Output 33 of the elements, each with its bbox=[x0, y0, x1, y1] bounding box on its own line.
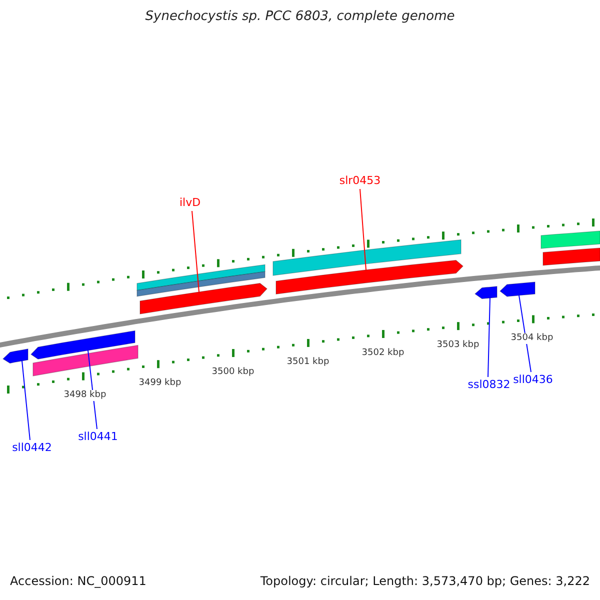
feature-bar bbox=[136, 271, 266, 297]
feature-bar bbox=[136, 264, 266, 291]
gene-label: ilvD bbox=[179, 196, 201, 210]
gene-feature bbox=[2, 348, 28, 364]
leader-line bbox=[360, 188, 366, 270]
leader-line bbox=[488, 298, 490, 378]
scale-label: 3504 kbp bbox=[510, 333, 554, 344]
gene-feature bbox=[499, 282, 536, 297]
scale-label: 3498 kbp bbox=[64, 390, 106, 401]
gene-feature bbox=[474, 286, 498, 300]
feature-bar bbox=[542, 248, 600, 266]
accession-text: Accession: NC_000911 bbox=[10, 574, 146, 588]
leader-line bbox=[22, 360, 30, 440]
gene-feature bbox=[30, 330, 136, 360]
gene-label: ssl0832 bbox=[468, 378, 510, 392]
leader-line bbox=[192, 210, 200, 292]
gene-label: sll0436 bbox=[513, 373, 553, 386]
leader-line bbox=[518, 294, 532, 372]
scale-label: 3503 kbp bbox=[436, 340, 480, 351]
title: Synechocystis sp. PCC 6803, complete genome bbox=[145, 9, 455, 25]
feature-bar bbox=[272, 239, 462, 276]
feature-bar bbox=[32, 344, 138, 376]
scale-label: 3501 kbp bbox=[286, 356, 330, 368]
feature-bar bbox=[540, 230, 600, 249]
gene-label: sll0441 bbox=[78, 430, 118, 444]
scale-label: 3502 kbp bbox=[362, 348, 404, 359]
genome-stats-text: Topology: circular; Length: 3,573,470 bp; Genes: 3,222 bbox=[260, 574, 590, 588]
scale-label: 3499 kbp bbox=[138, 378, 182, 389]
gene-feature bbox=[276, 260, 464, 294]
gene-feature bbox=[140, 282, 268, 314]
gene-label: slr0453 bbox=[339, 174, 381, 188]
gene-label: sll0442 bbox=[12, 441, 52, 454]
scale-label: 3500 kbp bbox=[212, 367, 254, 378]
